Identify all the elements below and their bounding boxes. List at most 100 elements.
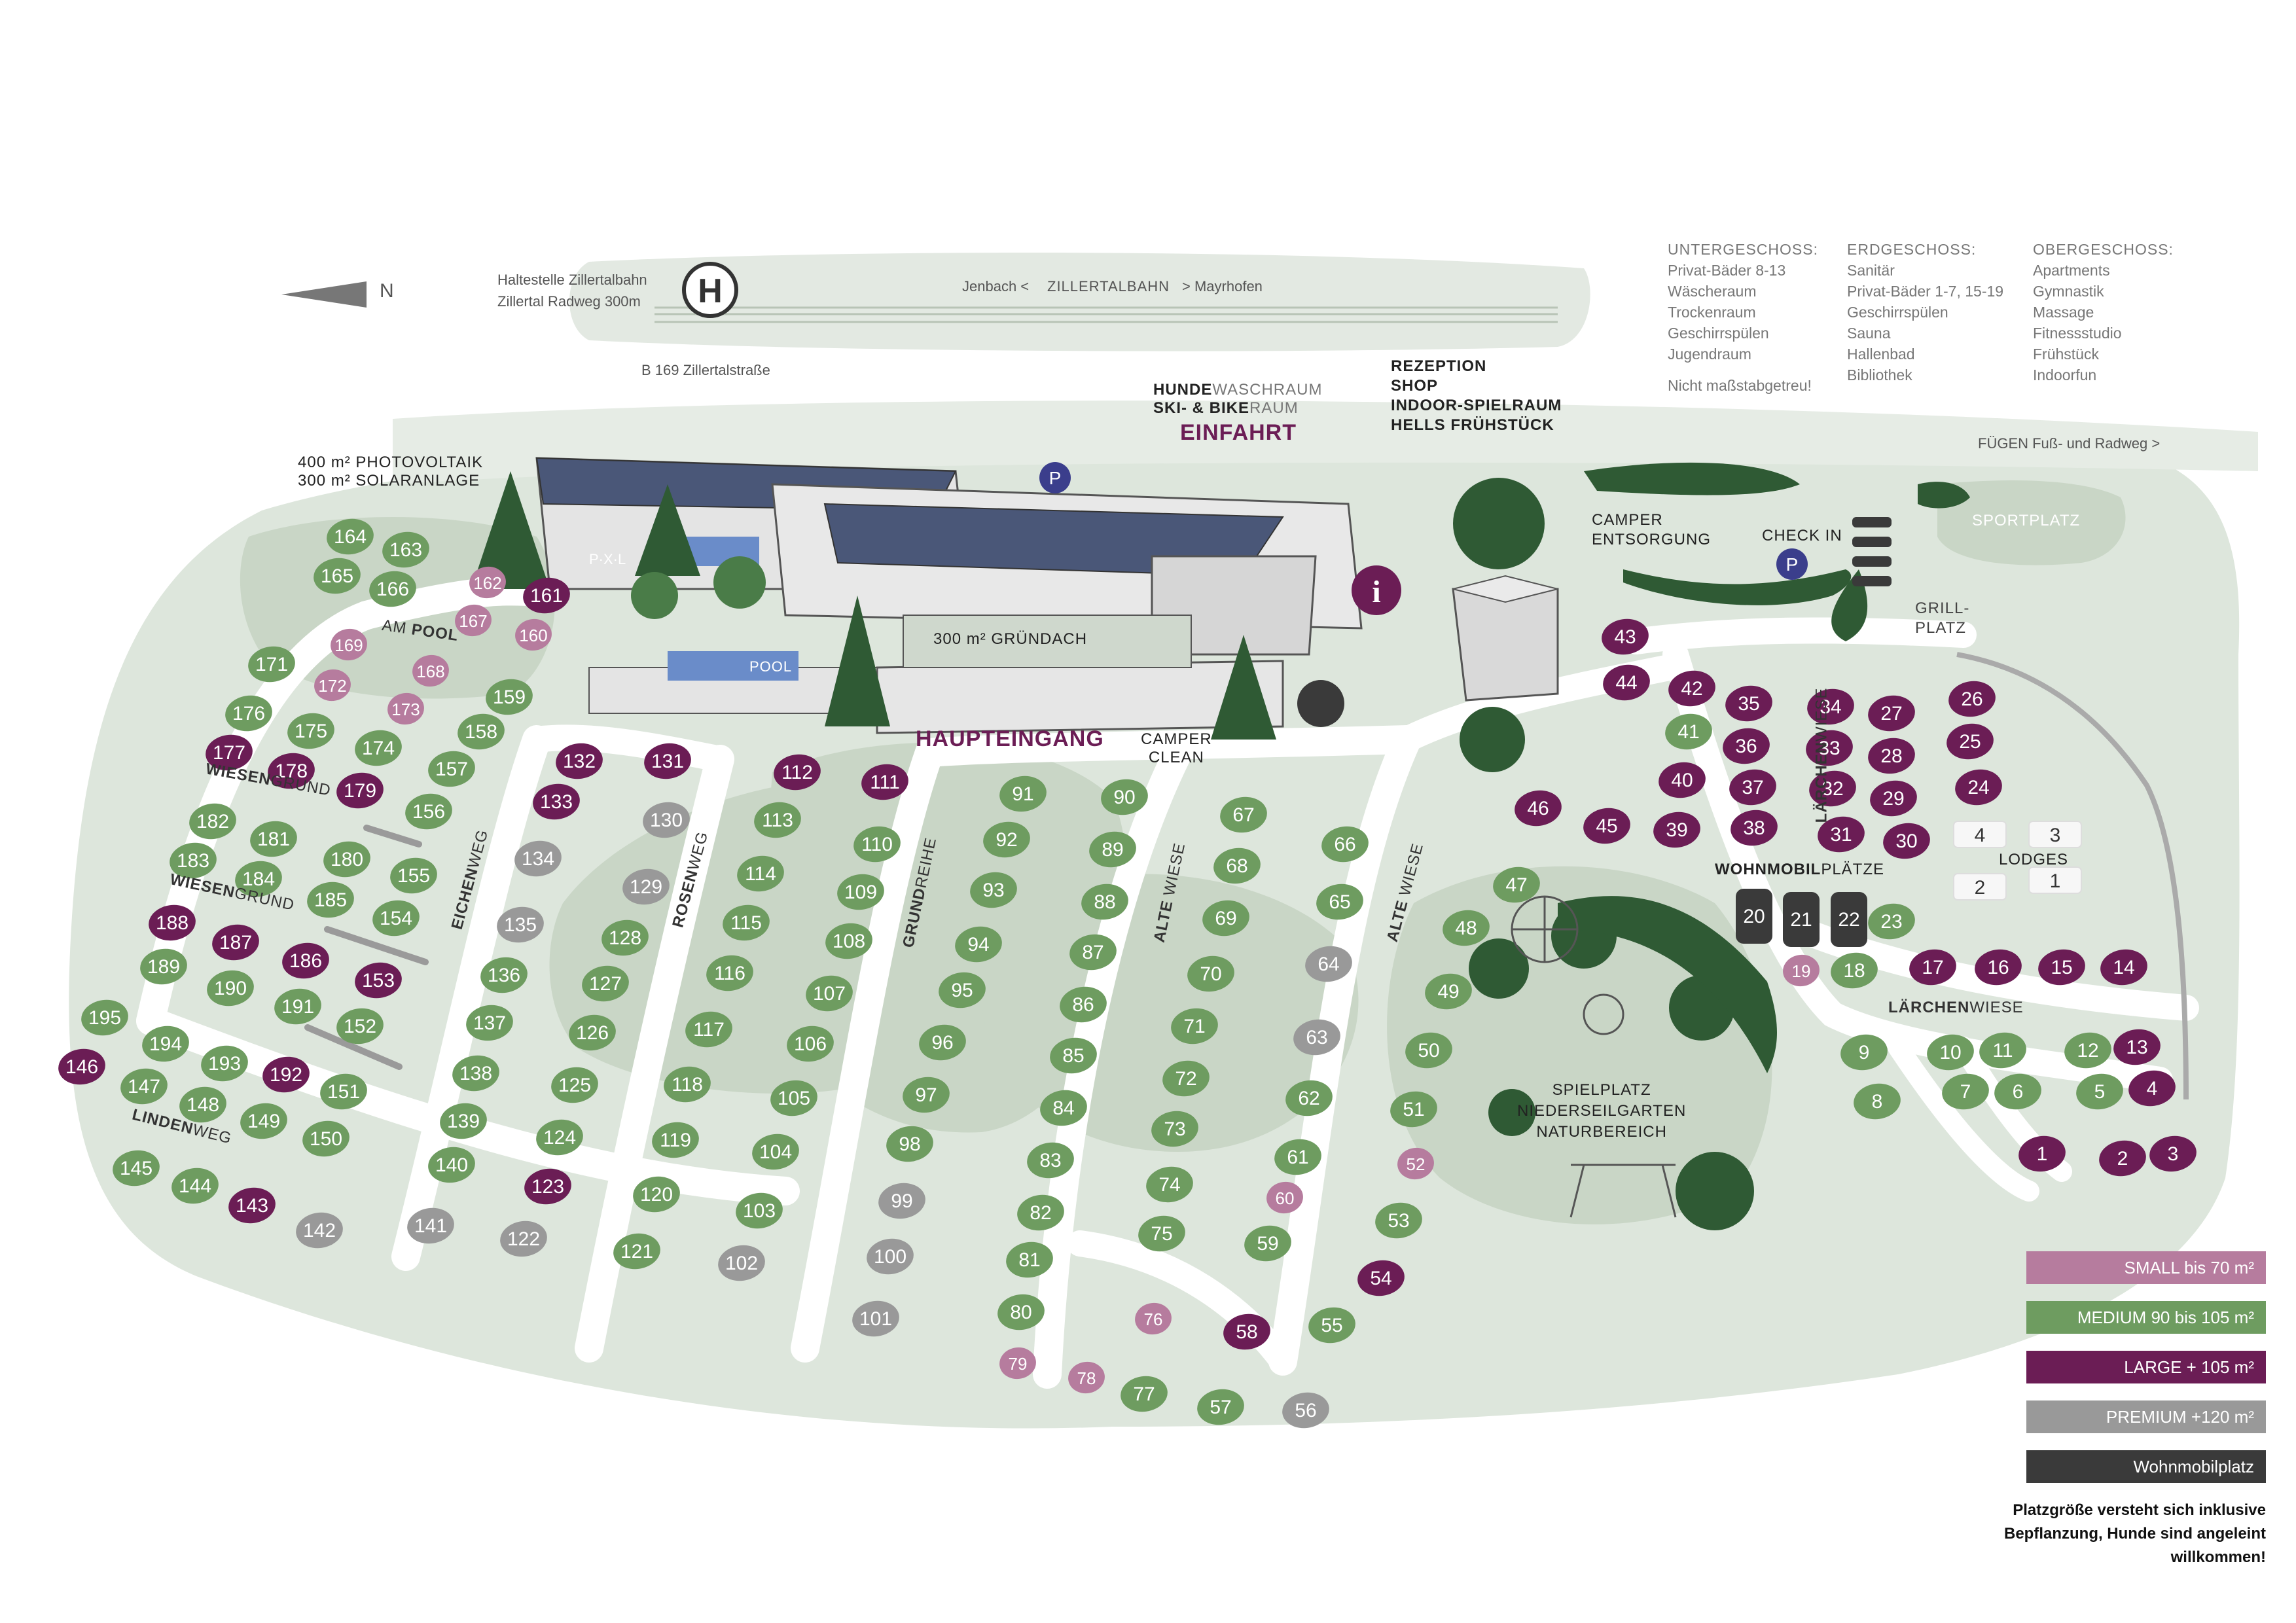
pitch-marker[interactable] (580, 963, 632, 1004)
pitch-55[interactable]: 55 (1306, 1304, 1358, 1346)
pitch-105[interactable]: 105 (768, 1077, 820, 1118)
pitch-44[interactable]: 44 (1601, 662, 1653, 703)
pitch-73[interactable]: 73 (1149, 1108, 1201, 1149)
pitch-marker[interactable] (210, 921, 262, 963)
lodge-number[interactable]: 3 (2050, 825, 2061, 846)
pitch-152[interactable]: 152 (334, 1005, 386, 1046)
pitch-95[interactable]: 95 (937, 969, 988, 1010)
pitch-marker[interactable] (405, 1205, 457, 1246)
pitch-marker[interactable] (1945, 721, 1996, 762)
pitch-129[interactable]: 129 (620, 866, 672, 907)
pitch-178[interactable]: 178 (266, 750, 317, 791)
pitch-100[interactable]: 100 (865, 1236, 916, 1277)
pitch-marker[interactable] (2147, 1133, 2199, 1174)
pitch-175[interactable]: 175 (285, 710, 337, 751)
pitch-114[interactable]: 114 (735, 853, 787, 894)
pitch-marker[interactable] (140, 1023, 192, 1064)
pitch-103[interactable]: 103 (734, 1190, 785, 1231)
pitch-marker[interactable] (2036, 946, 2088, 988)
pitch-marker[interactable] (968, 869, 1020, 910)
pitch-96[interactable]: 96 (917, 1022, 969, 1063)
pitch-102[interactable]: 102 (716, 1242, 768, 1283)
pitch-marker[interactable] (1513, 787, 1564, 829)
pitch-190[interactable]: 190 (205, 967, 257, 1008)
pitch-marker[interactable] (768, 1077, 820, 1118)
pitch-marker[interactable] (1265, 1179, 1305, 1215)
pitch-marker[interactable] (1169, 1005, 1221, 1046)
pitch-marker[interactable] (1666, 668, 1718, 709)
pitch-21[interactable]: 21 (1783, 892, 1820, 947)
pitch-marker[interactable] (859, 761, 911, 802)
pitch-marker[interactable] (534, 1116, 586, 1158)
pitch-marker[interactable] (953, 923, 1005, 965)
pitch-marker[interactable] (513, 616, 554, 652)
pitch-marker[interactable] (1441, 907, 1492, 948)
pitch-151[interactable]: 151 (318, 1071, 370, 1112)
pitch-24[interactable]: 24 (1953, 766, 2005, 808)
pitch-marker[interactable] (353, 959, 404, 1001)
pitch-106[interactable]: 106 (785, 1023, 836, 1064)
pitch-78[interactable]: 78 (1066, 1359, 1107, 1395)
pitch-marker[interactable] (2126, 1067, 2178, 1109)
pitch-marker[interactable] (1066, 1359, 1107, 1395)
pitch-174[interactable]: 174 (353, 727, 404, 768)
pitch-marker[interactable] (467, 564, 508, 600)
pitch-marker[interactable] (1306, 1304, 1358, 1346)
pitch-marker[interactable] (1144, 1164, 1196, 1205)
pitch-marker[interactable] (1663, 711, 1715, 752)
pitch-marker[interactable] (1829, 950, 1880, 991)
pitch-139[interactable]: 139 (438, 1100, 490, 1141)
pitch-marker[interactable] (1866, 735, 1918, 776)
pitch-164[interactable]: 164 (325, 516, 376, 557)
pitch-marker[interactable] (2097, 1137, 2149, 1179)
pitch-167[interactable]: 167 (453, 602, 493, 638)
pitch-150[interactable]: 150 (300, 1118, 352, 1159)
pitch-67[interactable]: 67 (1218, 794, 1270, 835)
pitch-59[interactable]: 59 (1242, 1222, 1294, 1264)
pitch-4[interactable]: 4 (2126, 1067, 2178, 1109)
pitch-marker[interactable] (1242, 1222, 1294, 1264)
pitch-63[interactable]: 63 (1291, 1016, 1343, 1058)
pitch-137[interactable]: 137 (464, 1002, 516, 1043)
pitch-marker[interactable] (1839, 1031, 1890, 1073)
pitch-marker[interactable] (170, 1165, 221, 1206)
lodge-number[interactable]: 2 (1975, 877, 1986, 899)
pitch-marker[interactable] (1395, 1145, 1436, 1181)
pitch-185[interactable]: 185 (305, 879, 357, 920)
pitch-101[interactable]: 101 (850, 1298, 902, 1339)
pitch-149[interactable]: 149 (238, 1100, 290, 1141)
pitch-marker[interactable] (1218, 794, 1270, 835)
pitch-110[interactable]: 110 (852, 823, 903, 865)
pitch-41[interactable]: 41 (1663, 711, 1715, 752)
pitch-25[interactable]: 25 (1945, 721, 1996, 762)
pitch-marker[interactable] (238, 1100, 290, 1141)
pitch-8[interactable]: 8 (1852, 1080, 1903, 1122)
pitch-58[interactable]: 58 (1221, 1311, 1273, 1352)
pitch-143[interactable]: 143 (226, 1185, 278, 1226)
pitch-marker[interactable] (1723, 683, 1775, 724)
pitch-marker[interactable] (1973, 946, 2024, 988)
pitch-marker[interactable] (1136, 1213, 1188, 1254)
pitch-marker[interactable] (1319, 823, 1371, 865)
pitch-marker[interactable] (997, 1345, 1038, 1381)
pitch-marker[interactable] (1004, 1239, 1056, 1280)
pitch-125[interactable]: 125 (549, 1064, 601, 1105)
pitch-127[interactable]: 127 (580, 963, 632, 1004)
pitch-marker[interactable] (1373, 1200, 1425, 1241)
pitch-26[interactable]: 26 (1946, 678, 1998, 719)
pitch-61[interactable]: 61 (1272, 1136, 1324, 1177)
pitch-126[interactable]: 126 (567, 1012, 619, 1053)
pitch-marker[interactable] (329, 626, 369, 662)
pitch-15[interactable]: 15 (2036, 946, 2088, 988)
pitch-marker[interactable] (1087, 829, 1139, 870)
pitch-36[interactable]: 36 (1721, 725, 1772, 766)
pitch-marker[interactable] (996, 1291, 1047, 1332)
pitch-marker[interactable] (1200, 897, 1252, 938)
pitch-marker[interactable] (522, 1166, 574, 1207)
pitch-84[interactable]: 84 (1038, 1087, 1090, 1128)
pitch-162[interactable]: 162 (467, 564, 508, 600)
pitch-39[interactable]: 39 (1651, 809, 1703, 850)
pitch-marker[interactable] (1160, 1058, 1212, 1099)
pitch-marker[interactable] (118, 1065, 170, 1107)
pitch-marker[interactable] (325, 516, 376, 557)
